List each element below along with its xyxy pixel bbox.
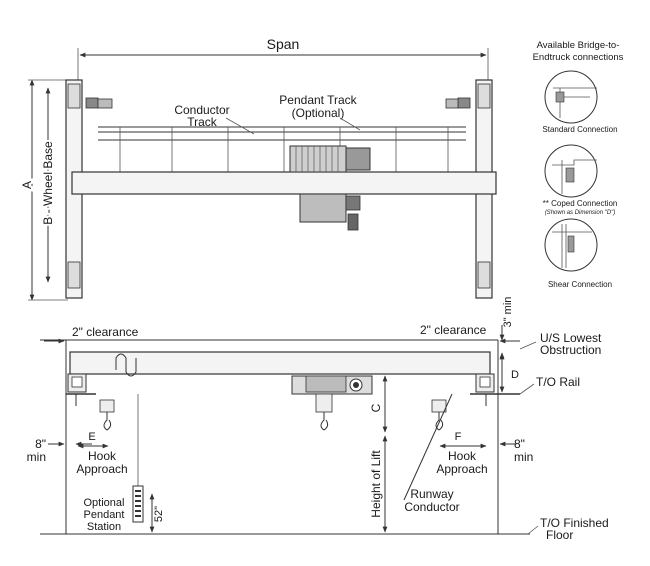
pendant-track-label-1: Pendant Track	[279, 93, 357, 107]
runway-conductor-label-2: Conductor	[404, 500, 459, 514]
to-rail-label: T/O Rail	[536, 375, 580, 389]
connections-title-2: Endtruck connections	[533, 52, 624, 63]
us-lowest-label-1: U/S Lowest	[540, 331, 602, 345]
dim-e-label: E	[88, 431, 95, 443]
conductor-track-label-2: Track	[187, 115, 218, 129]
runway-conductor-label-1: Runway	[410, 487, 453, 501]
min-right-label-2: min	[514, 450, 533, 464]
to-floor-label-1: T/O Finished	[540, 516, 609, 530]
connection-details: Available Bridge-to- Endtruck connection…	[533, 40, 624, 289]
pendant-track-label-2: (Optional)	[292, 106, 345, 120]
hoist-trolley	[289, 145, 371, 231]
optional-pendant-label-3: Station	[87, 521, 121, 533]
hook-approach-right-2: Approach	[436, 462, 487, 476]
optional-pendant-label-1: Optional	[84, 497, 125, 509]
plan-view: Span A B - Wheel Base	[18, 36, 497, 301]
clearance-right-label: 2" clearance	[420, 323, 487, 337]
coped-connection-label: ** Coped Connection	[543, 199, 618, 208]
dim-a-label: A	[20, 181, 34, 189]
to-floor-label-2: Floor	[546, 528, 573, 542]
optional-pendant-label-2: Pendant	[84, 509, 125, 521]
conductor-track-hangers	[119, 127, 449, 172]
dim-d-label: D	[511, 369, 519, 381]
height-of-lift-label: Height of Lift	[369, 450, 383, 518]
conductor-track-label-1: Conductor	[174, 103, 229, 117]
three-min-label: 3" min	[502, 297, 514, 328]
hook-approach-left-2: Approach	[76, 462, 127, 476]
elevation-girder	[69, 351, 491, 375]
dim-c-label: C	[369, 403, 383, 412]
dim-b-label: B - Wheel Base	[41, 141, 55, 225]
clearance-left-label: 2" clearance	[72, 325, 139, 339]
fifty-two-label: 52"	[153, 506, 165, 522]
shear-connection-label: Shear Connection	[548, 280, 612, 289]
connections-title-1: Available Bridge-to-	[537, 40, 620, 51]
bridge-girder	[71, 171, 497, 195]
standard-connection-label: Standard Connection	[542, 125, 617, 134]
coped-connection-note: (Shown as Dimension "D")	[545, 210, 616, 216]
min-right-label-1: 8"	[514, 437, 525, 451]
right-drive-motor	[457, 97, 471, 109]
min-left-label-1: 8"	[35, 437, 46, 451]
hook-approach-left-1: Hook	[88, 449, 117, 463]
pendant-station	[132, 485, 144, 523]
left-drive-motor	[85, 97, 99, 109]
dim-f-label: F	[455, 431, 462, 443]
elevation-view: 2" clearance 2" clearance 3" min	[27, 297, 609, 542]
span-label: Span	[267, 36, 300, 52]
us-lowest-label-2: Obstruction	[540, 343, 601, 357]
hook-approach-right-1: Hook	[448, 449, 477, 463]
min-left-label-2: min	[27, 450, 46, 464]
